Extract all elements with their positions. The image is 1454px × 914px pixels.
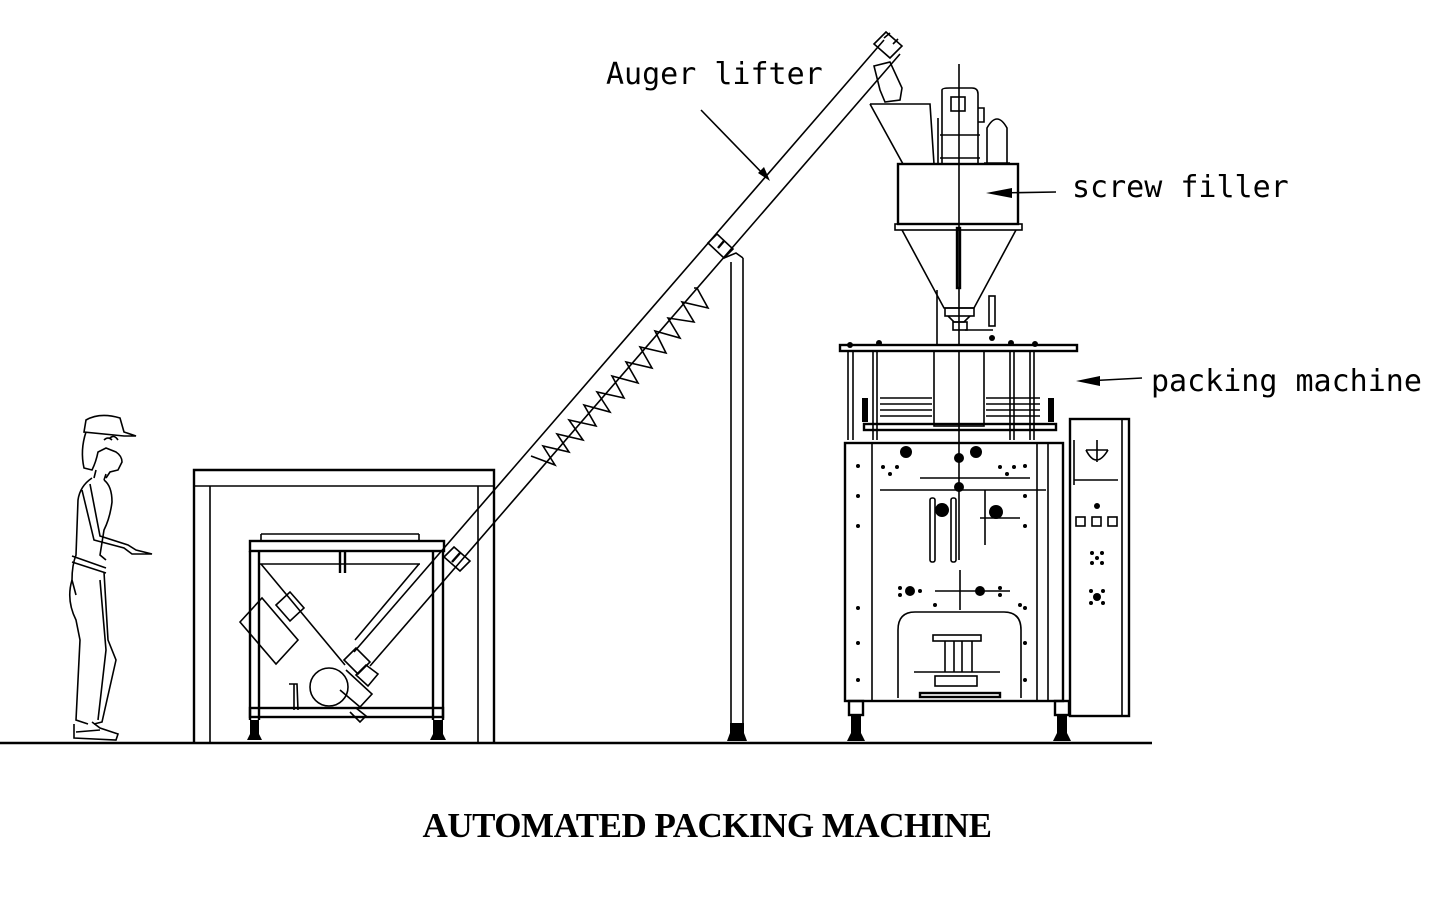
diagram-title: AUTOMATED PACKING MACHINE xyxy=(422,806,992,845)
auger-lifter xyxy=(342,30,904,688)
operator-figure xyxy=(68,414,153,741)
screw-filler-label: screw filler xyxy=(1072,170,1289,205)
packing-machine xyxy=(838,340,1143,741)
feed-hopper xyxy=(192,468,496,743)
screw-filler xyxy=(869,64,1057,345)
auger-lifter-label: Auger lifter xyxy=(606,57,823,92)
packing-machine-label: packing machine xyxy=(1151,364,1422,399)
support-column xyxy=(723,252,747,741)
